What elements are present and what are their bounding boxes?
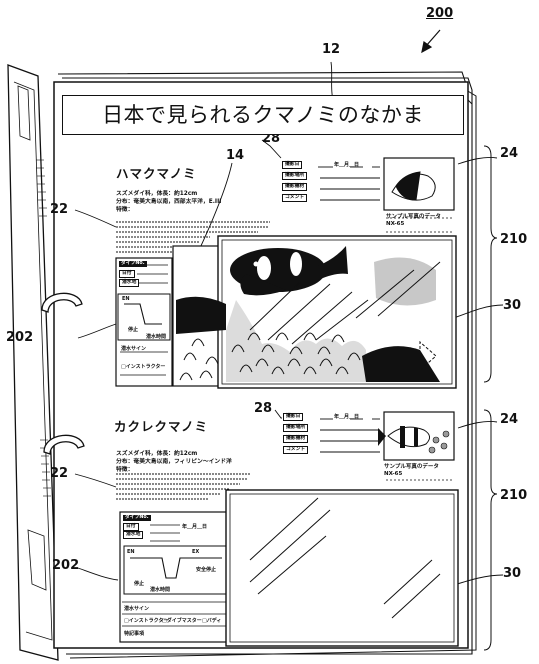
dive-label-site-1: 潜水地: [119, 279, 140, 287]
species-info-2-line1: スズメダイ科，体長：約12cm: [116, 451, 198, 457]
page-title: 日本で見られるクマノミのなかま: [62, 95, 464, 135]
comment-label-2: 特記事項: [124, 631, 145, 637]
binder-rings: [41, 292, 85, 455]
species-info-2-line3: 特徴：: [116, 467, 134, 473]
anemone-photo: [176, 171, 441, 382]
sample-caption-2: サンプル写真のデータ: [384, 464, 439, 470]
section-reference-bottom: 210: [500, 488, 528, 503]
sample-reference-top: 24: [500, 146, 519, 161]
dive-label-no-2: ダイブNo.: [123, 515, 151, 521]
pocket-reference-bottom: 30: [503, 566, 522, 581]
species-info-1-line1: スズメダイ科，体長：約12cm: [116, 191, 198, 197]
species-info-1-line2: 分布：奄美大島以南，西部太平洋，E.III: [116, 199, 222, 205]
profile-label-time-2: 潜水時間: [150, 587, 171, 593]
text-reference-bottom: 22: [50, 466, 69, 481]
entry-form-reference-bottom: 28: [254, 401, 273, 416]
entry-label-shooting-date-1: 撮影日: [282, 161, 303, 169]
leader-lines: [74, 61, 504, 586]
check-label-instructor-2: □インストラクター: [124, 618, 169, 624]
entry-label-location-1: 撮影場所: [282, 172, 308, 180]
profile-label-ex-2: EX: [192, 549, 200, 555]
figure-arrow: [421, 29, 441, 54]
profile-label-stop-2: 停止: [134, 581, 145, 587]
photo-reference: 14: [226, 148, 245, 163]
section-reference-top: 210: [500, 232, 528, 247]
sample-code-1: NX-65: [386, 221, 405, 227]
pocket-reference-top: 30: [503, 298, 522, 313]
entry-label-comment-2: コメント: [283, 446, 309, 454]
profile-label-en-2: EN: [127, 549, 135, 555]
entry-label-equipment-2: 撮影機材: [283, 435, 309, 443]
check-label-buddy-2: □バディ: [202, 618, 222, 624]
check-label-divemaster-2: □ダイブマスター: [162, 618, 202, 624]
profile-label-stop-1: 停止: [128, 327, 139, 333]
species-name-1: ハマクマノミ: [116, 166, 197, 181]
dive-date-2: 年＿月＿日: [182, 524, 208, 530]
entry-label-shooting-date-2: 撮影日: [283, 413, 304, 421]
section-braces: [483, 145, 498, 651]
sample-code-2: NX-65: [384, 471, 403, 477]
entry-label-comment-1: コメント: [282, 194, 308, 202]
sample-reference-bottom: 24: [500, 412, 519, 427]
profile-label-en-1: EN: [122, 296, 130, 302]
cover-hatching: [36, 159, 51, 497]
species-info-1-line3: 特徴：: [116, 207, 134, 213]
species-info-2-line2: 分布：奄美大島以南，フィリピン～インド洋: [116, 459, 232, 465]
text-reference-top: 22: [50, 202, 69, 217]
log-sign-label-1: 潜水サイン: [121, 346, 147, 352]
sample-caption-1: サンプル写真のデータ: [386, 214, 441, 220]
ring-reference-top: 202: [6, 330, 34, 345]
profile-label-time-1: 潜水時間: [146, 334, 167, 340]
dive-label-date-2: 日付: [123, 523, 139, 531]
figure-number: 200: [426, 6, 454, 21]
check-label-1: □インストラクター: [121, 364, 166, 370]
title-reference: 12: [322, 42, 341, 57]
profile-label-safety-2: 安全停止: [196, 567, 217, 573]
clownfish-sample: [378, 426, 450, 454]
ring-reference-bottom: 202: [52, 558, 80, 573]
entry-date-2: 年＿月＿日: [334, 414, 360, 420]
dive-label-date-1: 日付: [119, 270, 135, 278]
dive-label-site-2: 潜水地: [123, 531, 144, 539]
species-name-2: カクレクマノミ: [114, 419, 209, 434]
log-sign-label-2: 潜水サイン: [124, 606, 150, 612]
entry-label-location-2: 撮影場所: [283, 424, 309, 432]
entry-label-equipment-1: 撮影機材: [282, 183, 308, 191]
entry-date-1: 年＿月＿日: [334, 162, 360, 168]
dive-label-no-1: ダイブNo.: [119, 261, 147, 267]
